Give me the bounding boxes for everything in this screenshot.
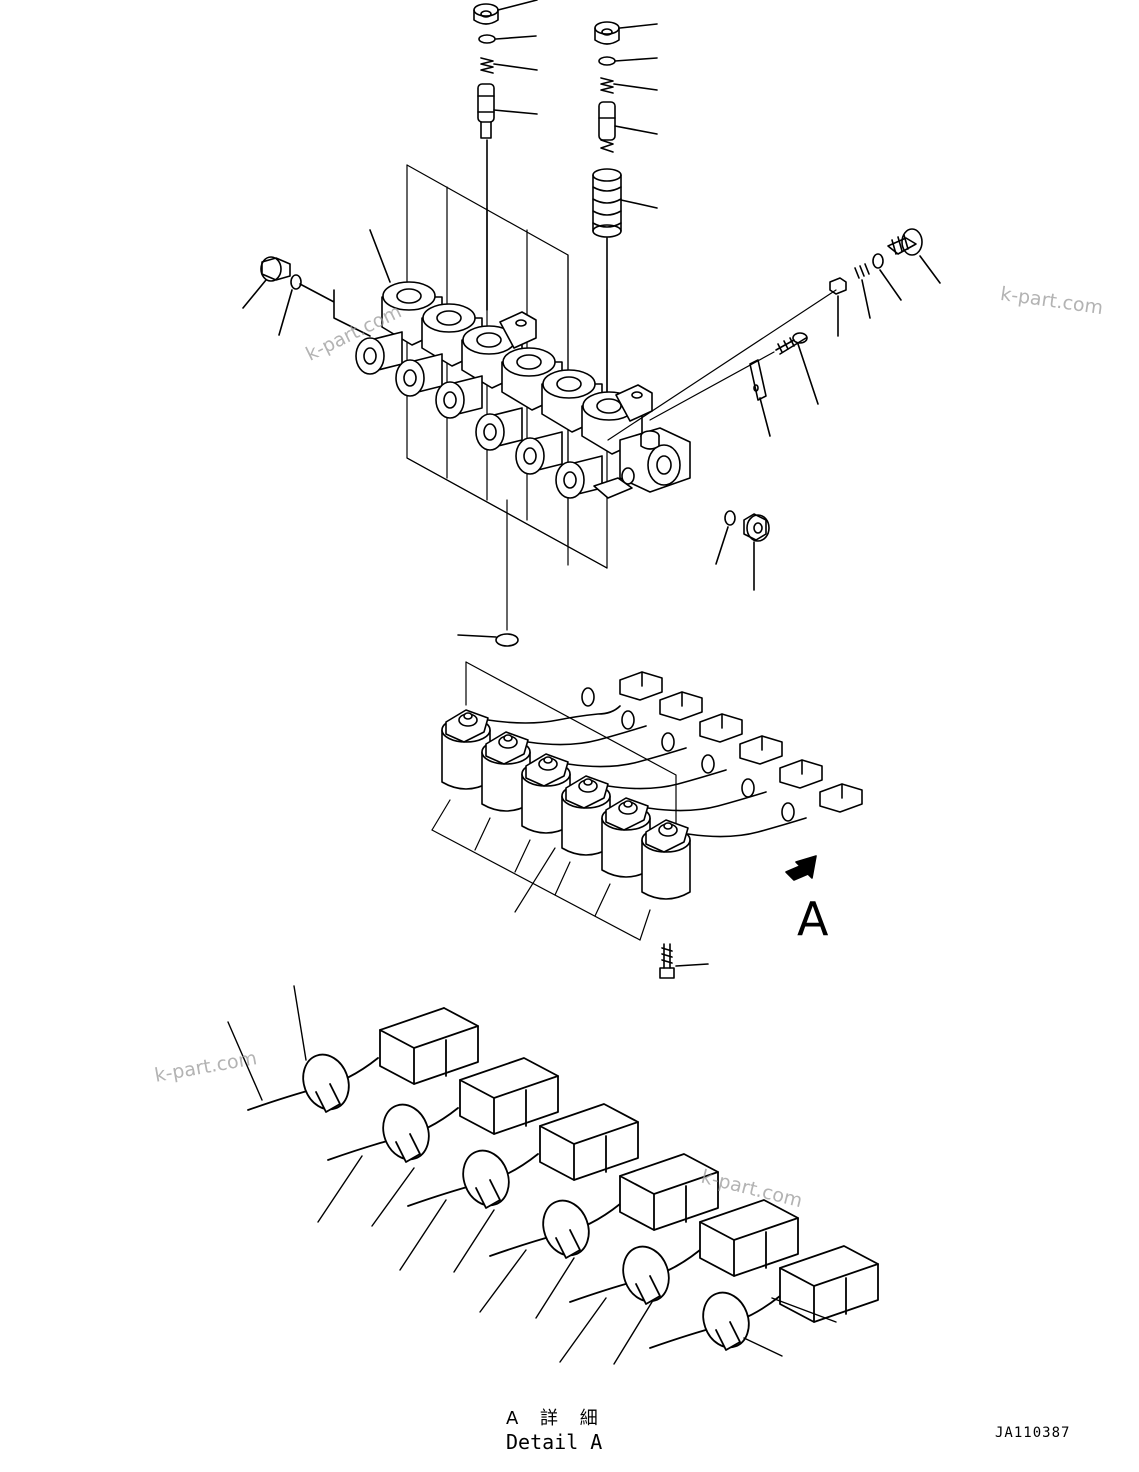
spool [598, 101, 616, 153]
solenoid-coil [601, 797, 651, 878]
view-arrow-icon [785, 855, 817, 881]
o-ring [598, 56, 616, 66]
spring [480, 57, 494, 74]
solenoid-coil [521, 753, 571, 834]
mounting-foot [593, 477, 633, 499]
view-marker-letter: A [797, 892, 829, 946]
solenoid-valve-body [355, 281, 691, 499]
spring [854, 263, 870, 279]
valve-sleeve [592, 168, 622, 238]
valve-boss [501, 347, 563, 411]
leader-line [797, 343, 819, 405]
detail-label-english: Detail A [506, 1430, 603, 1454]
leader-line [837, 255, 941, 337]
plate [749, 359, 771, 437]
leader-line [493, 0, 538, 115]
spool-stack-right [592, 21, 658, 401]
connector [539, 1103, 639, 1181]
plug-bottom-right [715, 510, 770, 591]
o-ring [872, 253, 884, 269]
side-port [475, 407, 523, 451]
spring [600, 77, 614, 94]
o-ring [724, 510, 736, 526]
o-ring-center [495, 633, 519, 647]
leader-line [242, 279, 293, 336]
mounting-tab [615, 384, 653, 422]
solenoid-frame-lines [431, 661, 677, 941]
solenoid-coil [481, 731, 531, 812]
leader-line [369, 229, 391, 283]
solenoid-coil [641, 819, 691, 900]
drawing-number: JA110387 [995, 1425, 1071, 1441]
connector [459, 1057, 559, 1135]
detail-a-harness [247, 1007, 879, 1351]
leader-line [227, 985, 837, 1365]
mounting-tab [499, 311, 537, 349]
side-port [515, 431, 563, 475]
leader-line [675, 963, 709, 967]
bolt-right [649, 332, 819, 421]
connector [699, 1199, 799, 1277]
plug-top-left [473, 3, 499, 25]
o-ring [290, 274, 302, 290]
solenoid-coil [441, 709, 491, 790]
side-port [555, 455, 603, 499]
leader-line [613, 23, 658, 209]
connector [779, 1245, 879, 1323]
end-port-block [619, 427, 691, 493]
leader-line [457, 634, 497, 638]
solenoid-coil [561, 775, 611, 856]
o-ring [478, 34, 496, 44]
detail-label-japanese: A 詳 細 [506, 1408, 606, 1429]
spool [477, 83, 495, 139]
check-ball [829, 277, 847, 295]
side-port [395, 353, 443, 397]
connector [379, 1007, 479, 1085]
connector [619, 1153, 719, 1231]
mounting-bolt [659, 943, 709, 979]
side-port [435, 375, 483, 419]
solenoid-coils [441, 709, 691, 900]
plug-top-right [594, 21, 620, 45]
leader-line [715, 526, 755, 591]
plug-left [242, 256, 371, 337]
leader-line [759, 397, 771, 437]
solenoid-wiring [487, 671, 863, 838]
plug-right [607, 228, 941, 441]
